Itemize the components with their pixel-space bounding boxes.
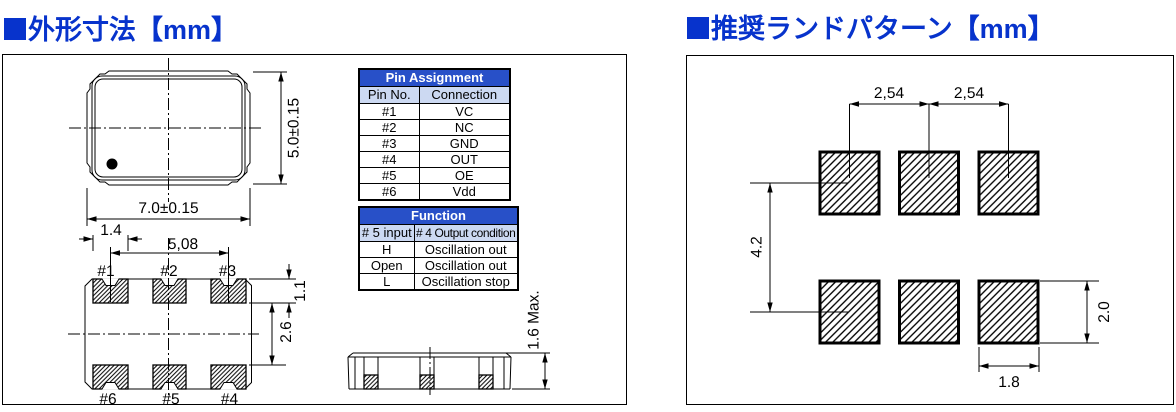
pin-no: #2 xyxy=(358,118,420,136)
function-input: L xyxy=(358,272,415,290)
right-title-bullet-icon xyxy=(687,17,709,39)
dim-row-gap: 2.6 xyxy=(278,321,295,343)
left-title-bullet-icon xyxy=(4,18,26,40)
function-output: Oscillation stop xyxy=(413,272,519,290)
pin-label-5: #5 xyxy=(162,391,179,406)
side-view: 1.6 Max. xyxy=(347,290,550,395)
left-title-text: 外形寸法【mm】 xyxy=(28,15,239,45)
bottom-body-outline xyxy=(84,278,252,390)
pin-connection: OE xyxy=(418,166,511,184)
land-pattern-drawing: 2,54 2,54 4.2 2.0 1.8 xyxy=(749,85,1114,391)
dim-side-height: 1.6 Max. xyxy=(526,290,543,349)
pin-label-1: #1 xyxy=(97,263,114,280)
package-outline xyxy=(86,70,251,186)
pin1-marker-dot xyxy=(106,158,118,170)
outline-drawing: 7.0±0.15 5.0±0.15 xyxy=(68,58,550,406)
pin-no: #6 xyxy=(358,182,420,200)
dim-pad-height: 1.1 xyxy=(292,280,309,302)
dim-land-pitch-1: 2,54 xyxy=(874,85,905,102)
pin-table-title: Pin Assignment xyxy=(358,68,511,87)
dim-package-height: 5.0±0.15 xyxy=(286,98,303,158)
pin-label-3: #3 xyxy=(219,263,236,280)
pin-no: #5 xyxy=(358,166,420,184)
pin-connection: Vdd xyxy=(418,182,511,200)
function-header-output: # 4 Output condition xyxy=(413,223,519,242)
pin-connection: OUT xyxy=(418,150,511,168)
pin-no: #1 xyxy=(358,102,420,120)
top-view: 7.0±0.15 5.0±0.15 xyxy=(69,58,303,226)
land-pads xyxy=(818,150,1040,345)
bottom-view: 1.4 5,08 #1 #2 #3 #6 #5 #4 1.1 2.6 xyxy=(68,222,309,406)
outline-dimensions-panel: 7.0±0.15 5.0±0.15 xyxy=(2,54,627,406)
dim-land-row-pitch: 4.2 xyxy=(749,236,766,258)
function-table-title: Function xyxy=(358,206,519,225)
right-section-title: 推奨ランドパターン【mm】 xyxy=(687,7,1055,46)
land-pattern-panel: 2,54 2,54 4.2 2.0 1.8 xyxy=(686,55,1174,405)
function-table: Function # 5 input # 4 Output condition … xyxy=(358,206,519,291)
dim-land-pitch-2: 2,54 xyxy=(954,85,985,102)
pin-table-header-connection: Connection xyxy=(418,85,511,104)
left-section-title: 外形寸法【mm】 xyxy=(4,8,238,47)
pin-connection: VC xyxy=(418,102,511,120)
pin-connection: GND xyxy=(418,134,511,152)
pin-table-header-pin: Pin No. xyxy=(358,85,420,104)
pin-no: #3 xyxy=(358,134,420,152)
pin-label-2: #2 xyxy=(160,263,177,280)
pin-label-4: #4 xyxy=(221,391,239,406)
function-input: Open xyxy=(358,256,415,274)
dim-pad-width: 1.4 xyxy=(100,222,122,239)
pin-no: #4 xyxy=(358,150,420,168)
dim-land-pad-width: 1.8 xyxy=(998,374,1020,391)
land-dimensions: 2,54 2,54 4.2 2.0 1.8 xyxy=(749,85,1114,391)
dim-land-pad-height: 2.0 xyxy=(1096,301,1113,323)
function-input: H xyxy=(358,240,415,258)
function-output: Oscillation out xyxy=(413,256,519,274)
pin-label-6: #6 xyxy=(99,391,116,406)
dim-pin-pitch: 5,08 xyxy=(168,236,198,253)
right-title-text: 推奨ランドパターン【mm】 xyxy=(711,14,1055,44)
function-output: Oscillation out xyxy=(413,240,519,258)
pin-connection: NC xyxy=(418,118,511,136)
dim-package-width: 7.0±0.15 xyxy=(138,200,198,217)
function-header-input: # 5 input xyxy=(358,223,415,242)
